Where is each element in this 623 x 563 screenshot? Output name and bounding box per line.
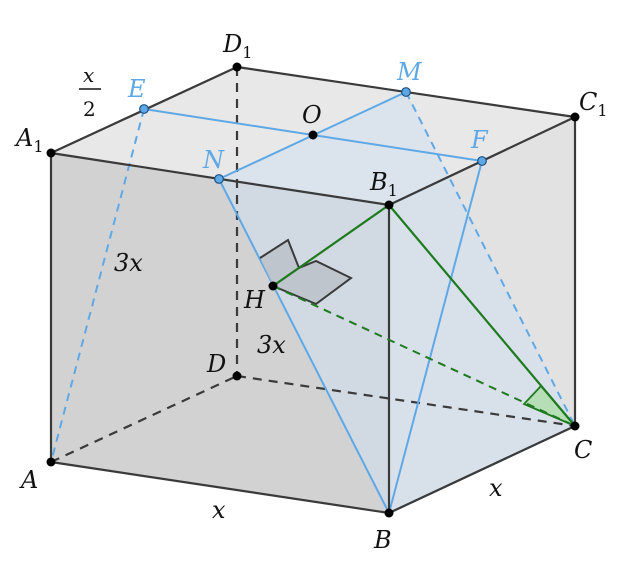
label-c: C xyxy=(574,436,592,464)
label-c1: C1 xyxy=(579,88,608,120)
label-d: D xyxy=(206,350,226,378)
label-h: H xyxy=(243,286,266,314)
label-b: B xyxy=(373,526,392,554)
vertex-points xyxy=(46,62,580,518)
label-e: E xyxy=(127,75,146,103)
measure-ab: x xyxy=(212,496,226,524)
hidden-line-mc xyxy=(405,91,576,427)
fraction-x-over-2: x 2 xyxy=(79,63,101,121)
hidden-edge-dc xyxy=(236,374,576,428)
measure-aa1: 3x xyxy=(114,249,143,277)
measure-bc: x xyxy=(489,474,503,502)
line-b1h xyxy=(272,204,390,287)
measure-dd1: 3x xyxy=(257,331,286,359)
fraction-numerator: x xyxy=(83,63,94,87)
label-n: N xyxy=(202,146,225,174)
label-a1: A1 xyxy=(14,124,44,156)
hidden-line-ea xyxy=(50,108,145,463)
line-b1c xyxy=(388,204,576,427)
hidden-edge-ad xyxy=(50,375,238,463)
section-plane-mnbc xyxy=(219,92,575,513)
label-b1: B1 xyxy=(369,168,398,200)
right-angle-marker-2 xyxy=(272,259,353,306)
fraction-denominator: 2 xyxy=(83,97,96,121)
blue-points xyxy=(139,87,487,184)
line-fb xyxy=(388,160,483,514)
label-m: M xyxy=(396,58,423,86)
label-o: O xyxy=(302,101,322,129)
line-nb xyxy=(218,178,390,514)
label-d1: D1 xyxy=(222,30,252,62)
label-f: F xyxy=(470,126,489,154)
label-a: A xyxy=(19,466,38,494)
